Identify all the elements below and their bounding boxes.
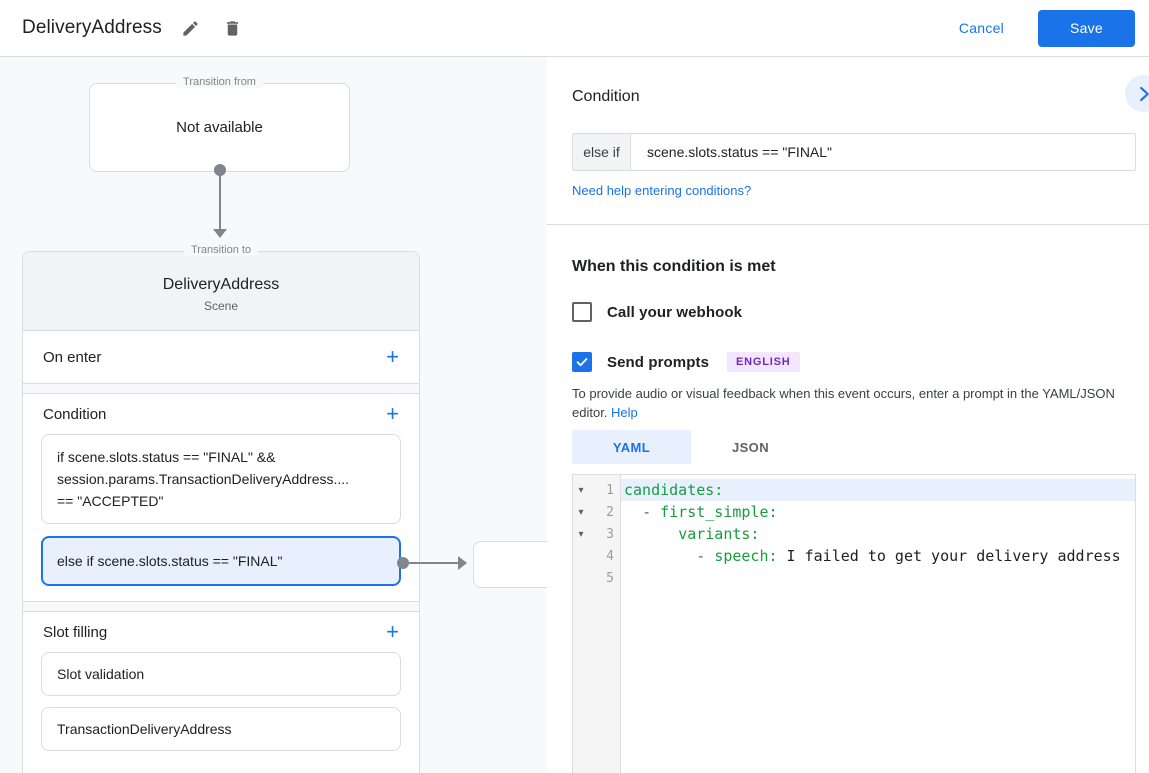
editor-code[interactable]: candidates: - first_simple: variants: - … [621,475,1135,773]
line-number: 5 [606,570,614,586]
transition-from-content: Not available [176,119,263,136]
condition-section-label: Condition [43,405,107,423]
connector-line [404,562,460,564]
webhook-label: Call your webhook [607,303,743,321]
connector-dot [397,557,409,569]
add-condition-button[interactable]: + [386,401,399,426]
code-line[interactable]: variants: [678,525,760,543]
collapse-panel-button[interactable] [1125,75,1149,112]
divider [547,224,1149,225]
editor-gutter: ▾ 1 ▾ 2 ▾ 3 4 5 [573,475,621,773]
app-header: DeliveryAddress Cancel Save [0,0,1149,57]
add-on-enter-button[interactable]: + [386,344,399,369]
slot-filling-label: Slot filling [43,623,108,641]
code-line[interactable] [621,567,1135,589]
line-number: 2 [606,504,614,520]
scene-card-subtitle: Scene [203,298,239,313]
webhook-checkbox[interactable] [572,302,592,322]
cancel-button[interactable]: Cancel [958,20,1004,36]
section-gap [23,602,419,612]
scene-diagram-panel: Transition from Not available Transition… [0,57,547,773]
code-editor[interactable]: ▾ 1 ▾ 2 ▾ 3 4 5 candidates: - first_simple: var… [572,474,1136,773]
condition-input-row[interactable]: else if scene.slots.status == "FINAL" [572,133,1136,171]
page-title: DeliveryAddress [22,17,162,38]
call-webhook-row[interactable]: Call your webhook [572,302,1136,322]
line-number: 3 [606,526,614,542]
line-number: 1 [606,482,614,498]
slot-item[interactable]: TransactionDeliveryAddress [41,707,401,751]
condition-expression-input[interactable]: scene.slots.status == "FINAL" [647,144,833,160]
on-enter-label: On enter [43,348,102,366]
connector-arrowhead-right [458,556,467,570]
section-gap [23,384,419,394]
scene-card-title: DeliveryAddress [162,275,280,293]
edit-scene-button[interactable] [178,15,204,41]
checkmark-icon [575,355,589,369]
connector-line [219,172,221,230]
scene-card-header: DeliveryAddress Scene [23,252,419,331]
connector-dot [214,164,226,176]
main-split: Transition from Not available Transition… [0,57,1149,773]
condition-item[interactable]: if scene.slots.status == "FINAL" &&sessi… [41,434,401,524]
prompt-help-link[interactable]: Help [611,405,638,420]
transition-from-node: Transition from Not available [89,76,350,172]
scene-node-card: Transition to DeliveryAddress Scene On e… [22,244,420,773]
code-line[interactable]: - first_simple: [642,503,778,521]
pencil-icon [181,19,200,38]
code-line[interactable]: candidates: [621,479,1135,501]
save-button[interactable]: Save [1038,9,1135,47]
trash-icon [223,19,242,38]
fold-toggle-icon[interactable]: ▾ [578,528,584,540]
fold-toggle-icon[interactable]: ▾ [578,484,584,496]
chevron-right-icon [1133,83,1149,105]
add-slot-button[interactable]: + [386,619,399,644]
prompt-description-text: To provide audio or visual feedback when… [572,386,1115,420]
condition-item-selected[interactable]: else if scene.slots.status == "FINAL" [41,536,401,586]
condition-section: Condition + if scene.slots.status == "FI… [23,394,419,602]
on-enter-section: On enter + [23,331,419,384]
delete-scene-button[interactable] [220,15,246,41]
code-line[interactable]: - speech: I failed to get your delivery … [696,547,1121,565]
condition-editor-panel: Condition else if scene.slots.status == … [547,57,1149,773]
editor-format-tabs: YAML JSON [572,430,1136,464]
slot-item[interactable]: Slot validation [41,652,401,696]
tab-json[interactable]: JSON [731,439,769,455]
condition-prefix: else if [573,134,631,170]
conditions-help-link[interactable]: Need help entering conditions? [572,183,752,198]
send-prompts-row[interactable]: Send prompts ENGLISH [572,352,1136,372]
transition-to-legend: Transition to [183,244,259,256]
send-prompts-checkbox[interactable] [572,352,592,372]
line-number: 4 [606,548,614,564]
panel-title: Condition [572,88,640,105]
connector-arrowhead-down [213,229,227,238]
language-badge: ENGLISH [727,352,800,372]
send-prompts-label: Send prompts [607,353,710,371]
condition-item-list: if scene.slots.status == "FINAL" &&sessi… [23,434,419,601]
transition-target-node [473,541,547,588]
transition-from-legend: Transition from [176,76,263,88]
when-condition-heading: When this condition is met [572,258,776,275]
tab-yaml[interactable]: YAML [572,430,691,464]
fold-toggle-icon[interactable]: ▾ [578,506,584,518]
prompt-description: To provide audio or visual feedback when… [572,384,1136,422]
